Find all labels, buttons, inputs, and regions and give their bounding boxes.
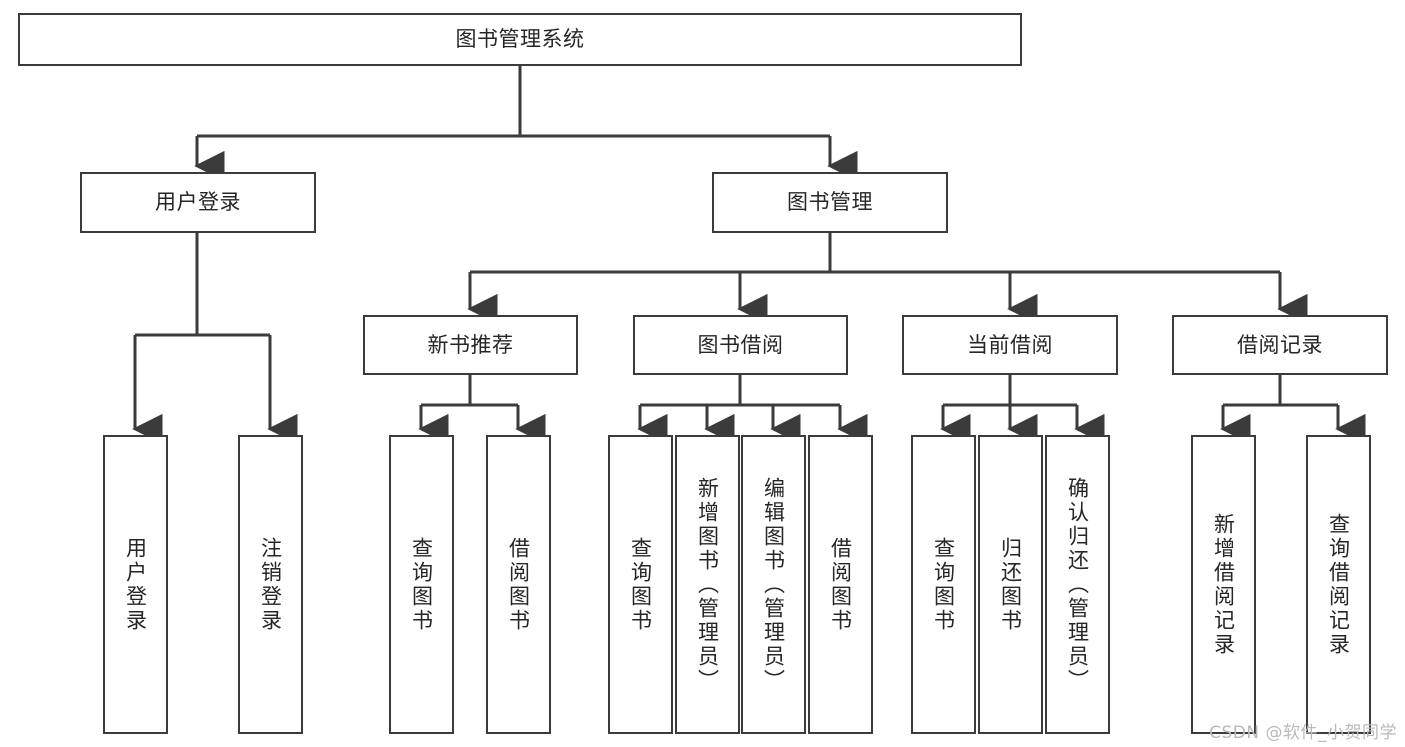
leaf-user-login-logout[interactable]: 注销登录 [238,435,303,734]
leaf-label: 借阅图书 [506,536,531,633]
leaf-label: 借阅图书 [828,536,853,633]
node-borrow-record[interactable]: 借阅记录 [1172,315,1388,375]
leaf-user-login-login[interactable]: 用户登录 [103,435,168,734]
node-book-management-label: 图书管理 [787,190,873,215]
leaf-current-return-book[interactable]: 归还图书 [978,435,1043,734]
leaf-recommend-query-book[interactable]: 查询图书 [389,435,454,734]
node-current-borrow[interactable]: 当前借阅 [902,315,1118,375]
node-book-management[interactable]: 图书管理 [712,172,948,233]
leaf-label: 查询借阅记录 [1326,512,1351,657]
leaf-borrow-query-book[interactable]: 查询图书 [608,435,673,734]
leaf-borrow-borrow-book[interactable]: 借阅图书 [808,435,873,734]
node-new-book-recommend-label: 新书推荐 [427,332,514,357]
leaf-borrow-edit-book[interactable]: 编辑图书（管理员） [741,435,806,734]
leaf-borrow-add-book[interactable]: 新增图书（管理员） [675,435,740,734]
node-user-login[interactable]: 用户登录 [80,172,316,233]
node-book-borrow[interactable]: 图书借阅 [633,315,848,375]
leaf-record-add-record[interactable]: 新增借阅记录 [1191,435,1256,734]
leaf-current-query-book[interactable]: 查询图书 [911,435,976,734]
node-root[interactable]: 图书管理系统 [18,13,1022,66]
csdn-watermark: CSDN @软件_小贺同学 [1209,723,1397,743]
node-user-login-label: 用户登录 [155,190,241,215]
node-borrow-record-label: 借阅记录 [1237,332,1323,357]
leaf-label: 新增借阅记录 [1211,512,1236,657]
leaf-label: 归还图书 [998,536,1023,633]
node-current-borrow-label: 当前借阅 [967,332,1053,357]
leaf-label: 新增图书（管理员） [695,476,720,693]
node-root-label: 图书管理系统 [455,27,585,52]
leaf-current-confirm-return[interactable]: 确认归还（管理员） [1045,435,1110,734]
leaf-record-query-record[interactable]: 查询借阅记录 [1306,435,1371,734]
leaf-recommend-borrow-book[interactable]: 借阅图书 [486,435,551,734]
leaf-label: 注销登录 [258,536,283,633]
leaf-label: 查询图书 [931,536,956,633]
leaf-label: 查询图书 [628,536,653,633]
node-book-borrow-label: 图书借阅 [697,332,784,357]
leaf-label: 查询图书 [409,536,434,633]
leaf-label: 编辑图书（管理员） [761,476,786,693]
leaf-label: 确认归还（管理员） [1065,476,1090,693]
leaf-label: 用户登录 [123,536,148,633]
node-new-book-recommend[interactable]: 新书推荐 [363,315,578,375]
